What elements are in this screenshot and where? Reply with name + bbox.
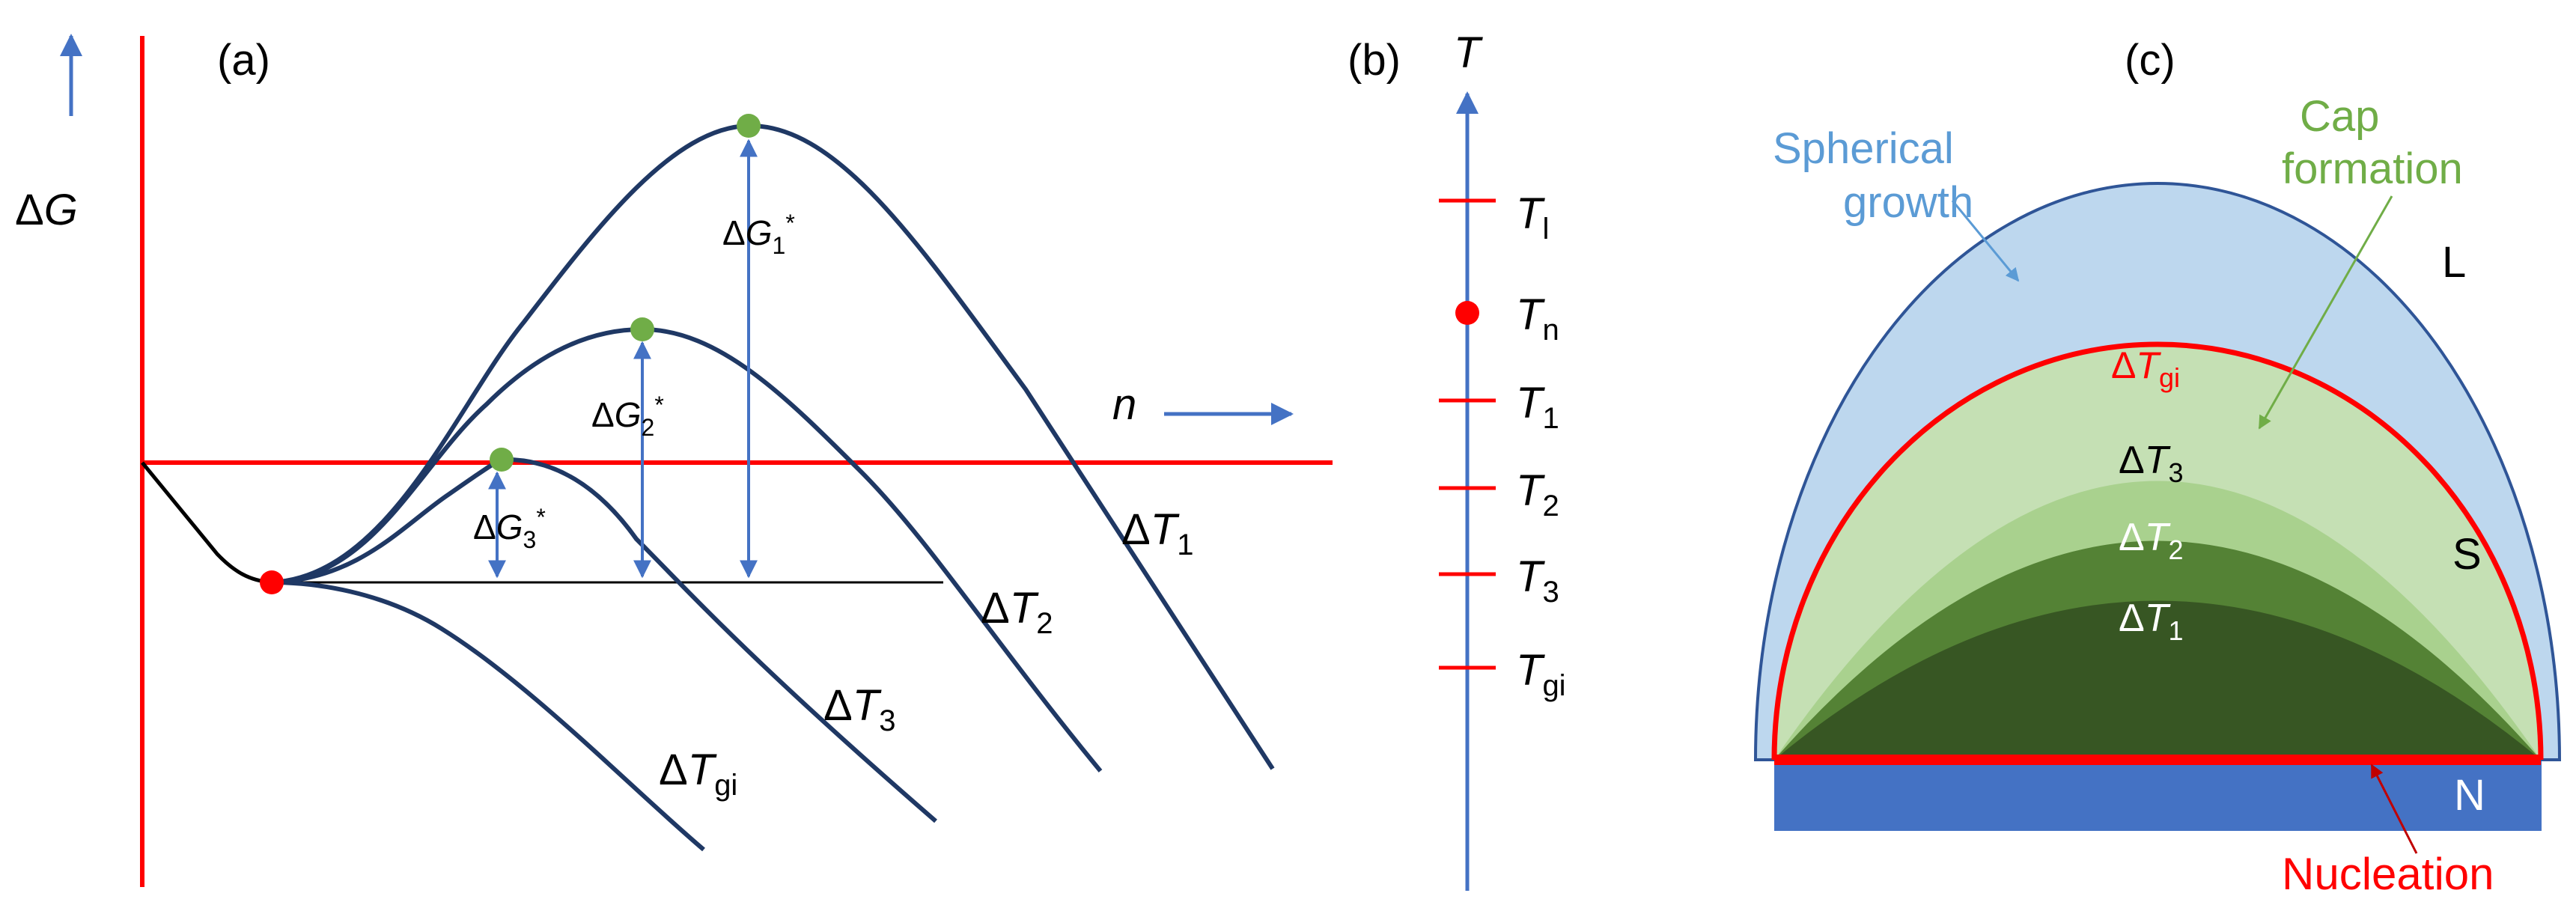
tick-Tn bbox=[1455, 301, 1479, 325]
n-axis-label: n bbox=[1112, 380, 1136, 429]
panel-b-label: (b) bbox=[1348, 36, 1401, 85]
max-point-3 bbox=[490, 448, 514, 472]
nucleation-label: Nucleation bbox=[2282, 849, 2494, 899]
label-T1: T1 bbox=[1516, 379, 1559, 435]
curve-dT3 bbox=[271, 457, 937, 823]
label-dG1: ΔG1* bbox=[722, 210, 795, 259]
max-point-1 bbox=[737, 114, 761, 138]
spherical-growth-arrow bbox=[1951, 200, 2020, 282]
spherical-growth-line2: growth bbox=[1843, 178, 1973, 227]
panel-c-label: (c) bbox=[2125, 36, 2175, 85]
approach-line bbox=[141, 461, 272, 585]
spherical-growth-line1: Spherical bbox=[1773, 124, 1954, 173]
nucleation-arrow bbox=[2370, 764, 2418, 854]
label-dT3: ΔT3 bbox=[823, 681, 895, 737]
label-layer-dTgi: ΔTgi bbox=[2111, 344, 2180, 393]
label-Tl: Tl bbox=[1516, 189, 1549, 246]
panel-a-label: (a) bbox=[217, 36, 270, 85]
cap-formation-arrow bbox=[2258, 195, 2393, 430]
label-dG2: ΔG2* bbox=[591, 391, 664, 441]
label-dT1: ΔT1 bbox=[1121, 505, 1193, 561]
label-dTgi: ΔTgi bbox=[659, 746, 737, 802]
layer-dT1 bbox=[1774, 600, 2541, 760]
label-dG3: ΔG3* bbox=[473, 504, 546, 553]
cap-formation-line2: formation bbox=[2282, 144, 2463, 193]
temperature-axis-label: T bbox=[1454, 28, 1483, 77]
solid-boundary bbox=[1771, 341, 2544, 761]
curve-dT2 bbox=[271, 326, 1103, 773]
label-Tn: Tn bbox=[1516, 290, 1559, 347]
curve-dTgi bbox=[271, 580, 705, 852]
label-S: S bbox=[2452, 530, 2482, 579]
label-layer-dT2: ΔT2 bbox=[2119, 516, 2184, 565]
label-layer-dT1: ΔT1 bbox=[2119, 597, 2184, 646]
panel-c: (c) N ΔTgi ΔT3 ΔT2 ΔT1 L S Spherical gro… bbox=[1753, 36, 2562, 899]
label-N: N bbox=[2454, 771, 2485, 820]
label-L: L bbox=[2442, 238, 2466, 287]
curve-dT1 bbox=[271, 123, 1275, 770]
label-dT2: ΔT2 bbox=[981, 584, 1053, 640]
cap-formation-line1: Cap bbox=[2300, 92, 2379, 141]
label-layer-dT3: ΔT3 bbox=[2119, 439, 2184, 488]
nucleation-point bbox=[260, 570, 284, 594]
max-point-2 bbox=[630, 317, 654, 341]
substrate bbox=[1774, 760, 2542, 831]
label-Tgi: Tgi bbox=[1516, 646, 1566, 702]
label-T3: T3 bbox=[1516, 552, 1559, 609]
panel-a: (a) ΔG n ΔT1 ΔT2 ΔT3 ΔTgi ΔG1* ΔG2* ΔG3* bbox=[15, 34, 1333, 887]
dg-axis-label: ΔG bbox=[15, 186, 78, 234]
label-T2: T2 bbox=[1516, 466, 1559, 522]
panel-b: (b) T Tl Tn T1 T2 T3 Tgi bbox=[1348, 28, 1566, 891]
